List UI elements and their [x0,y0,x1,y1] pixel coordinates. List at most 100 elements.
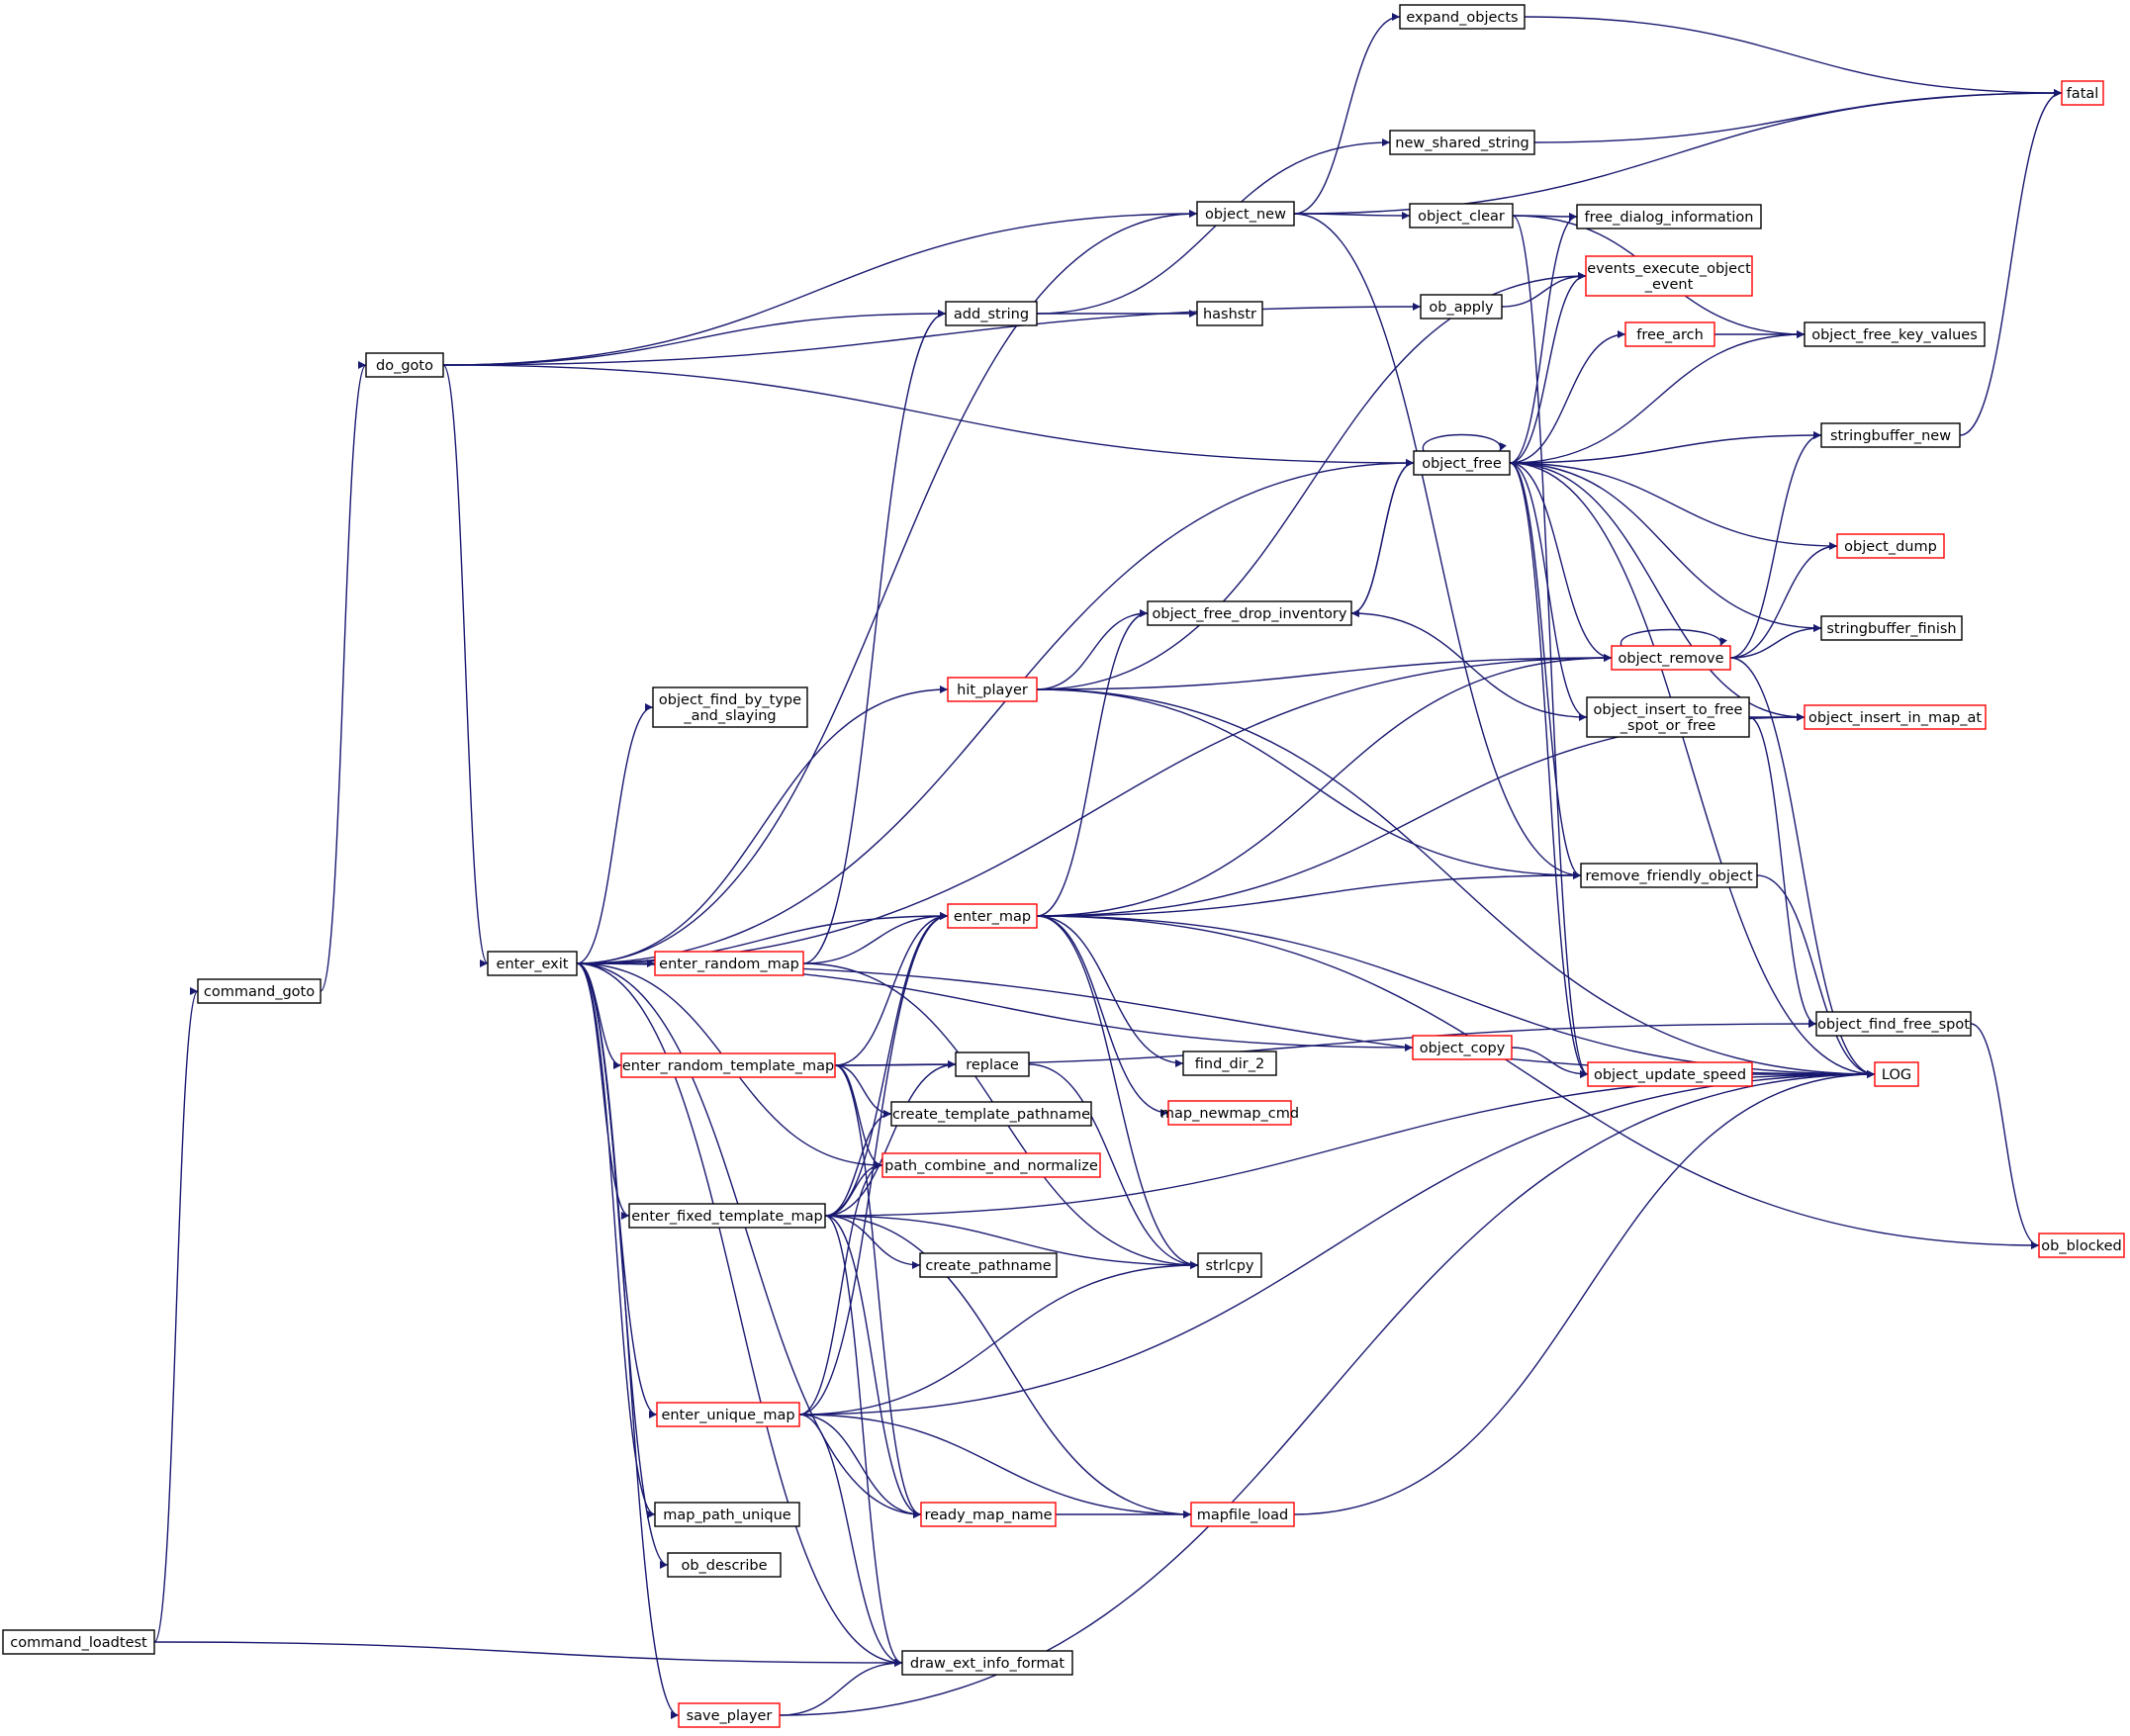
node-object_find_by_type_and_slaying[interactable]: object_find_by_type_and_slaying [652,686,808,728]
node-hit_player[interactable]: hit_player [947,677,1038,702]
node-box-object_free_key_values[interactable] [1804,321,1986,347]
node-box-object_insert_to_free_spot_or_free[interactable] [1586,696,1750,738]
node-enter_random_template_map[interactable]: enter_random_template_map [620,1052,836,1078]
node-ob_blocked[interactable]: ob_blocked [2038,1233,2125,1258]
node-strlcpy[interactable]: strlcpy [1197,1252,1262,1278]
node-mapfile_load[interactable]: mapfile_load [1190,1502,1295,1527]
node-box-save_player[interactable] [678,1702,781,1728]
node-enter_fixed_template_map[interactable]: enter_fixed_template_map [628,1203,826,1229]
node-free_arch[interactable]: free_arch [1624,321,1715,347]
node-replace[interactable]: replace [955,1051,1030,1077]
node-command_loadtest[interactable]: command_loadtest [2,1629,155,1655]
node-box-add_string[interactable] [945,301,1038,326]
node-free_dialog_information[interactable]: free_dialog_information [1576,204,1762,229]
node-box-find_dir_2[interactable] [1182,1051,1277,1076]
node-add_string[interactable]: add_string [945,301,1038,326]
node-create_template_pathname[interactable]: create_template_pathname [890,1101,1092,1127]
node-remove_friendly_object[interactable]: remove_friendly_object [1580,863,1758,888]
node-ob_describe[interactable]: ob_describe [667,1552,782,1578]
node-box-enter_fixed_template_map[interactable] [628,1203,826,1229]
node-box-stringbuffer_finish[interactable] [1820,615,1963,641]
node-box-enter_map[interactable] [947,903,1038,929]
node-box-ob_apply[interactable] [1420,294,1503,320]
node-box-map_path_unique[interactable] [654,1502,800,1527]
node-do_goto[interactable]: do_goto [365,352,444,378]
node-box-replace[interactable] [955,1051,1030,1077]
node-path_combine_and_normalize[interactable]: path_combine_and_normalize [881,1152,1101,1178]
node-box-remove_friendly_object[interactable] [1580,863,1758,888]
node-create_pathname[interactable]: create_pathname [919,1252,1058,1278]
node-fatal[interactable]: fatal [2061,80,2104,106]
node-box-enter_exit[interactable] [487,951,578,976]
node-box-hashstr[interactable] [1196,301,1263,326]
node-ready_map_name[interactable]: ready_map_name [920,1502,1057,1527]
node-expand_objects[interactable]: expand_objects [1399,4,1526,30]
node-box-object_dump[interactable] [1836,533,1945,559]
node-object_new[interactable]: object_new [1196,201,1295,227]
node-box-stringbuffer_new[interactable] [1820,422,1961,448]
node-box-events_execute_object_event[interactable] [1585,255,1753,297]
node-object_free_key_values[interactable]: object_free_key_values [1804,321,1986,347]
node-box-draw_ext_info_format[interactable] [901,1650,1073,1676]
node-object_remove[interactable]: object_remove [1611,645,1731,671]
node-map_newmap_cmd[interactable]: map_newmap_cmd [1160,1100,1299,1126]
node-object_find_free_spot[interactable]: object_find_free_spot [1815,1011,1972,1037]
node-box-create_pathname[interactable] [919,1252,1058,1278]
node-box-object_update_speed[interactable] [1587,1061,1753,1087]
node-box-ob_blocked[interactable] [2038,1233,2125,1258]
node-box-object_free[interactable] [1413,450,1511,476]
node-box-create_template_pathname[interactable] [890,1101,1092,1127]
node-LOG[interactable]: LOG [1874,1061,1919,1087]
node-stringbuffer_finish[interactable]: stringbuffer_finish [1820,615,1963,641]
node-save_player[interactable]: save_player [678,1702,781,1728]
node-object_free_drop_inventory[interactable]: object_free_drop_inventory [1147,600,1352,626]
node-box-new_shared_string[interactable] [1389,130,1535,155]
node-new_shared_string[interactable]: new_shared_string [1389,130,1535,155]
node-box-command_goto[interactable] [197,978,322,1004]
node-enter_unique_map[interactable]: enter_unique_map [656,1402,800,1427]
node-map_path_unique[interactable]: map_path_unique [654,1502,800,1527]
node-box-ready_map_name[interactable] [920,1502,1057,1527]
node-find_dir_2[interactable]: find_dir_2 [1182,1051,1277,1076]
node-box-LOG[interactable] [1874,1061,1919,1087]
node-box-command_loadtest[interactable] [2,1629,155,1655]
node-events_execute_object_event[interactable]: events_execute_object_event [1585,255,1753,297]
node-box-object_remove[interactable] [1611,645,1731,671]
node-object_insert_to_free_spot_or_free[interactable]: object_insert_to_free_spot_or_free [1586,696,1750,738]
node-box-object_find_free_spot[interactable] [1815,1011,1972,1037]
node-box-strlcpy[interactable] [1197,1252,1262,1278]
node-box-expand_objects[interactable] [1399,4,1526,30]
node-box-map_newmap_cmd[interactable] [1167,1100,1292,1126]
node-command_goto[interactable]: command_goto [197,978,322,1004]
node-box-hit_player[interactable] [947,677,1038,702]
node-object_free[interactable]: object_free [1413,450,1511,476]
node-object_copy[interactable]: object_copy [1412,1035,1513,1060]
node-box-ob_describe[interactable] [667,1552,782,1578]
node-stringbuffer_new[interactable]: stringbuffer_new [1820,422,1961,448]
node-box-object_copy[interactable] [1412,1035,1513,1060]
node-box-path_combine_and_normalize[interactable] [881,1152,1101,1178]
node-box-free_dialog_information[interactable] [1576,204,1762,229]
node-box-object_free_drop_inventory[interactable] [1147,600,1352,626]
node-object_insert_in_map_at[interactable]: object_insert_in_map_at [1804,704,1987,730]
node-object_dump[interactable]: object_dump [1836,533,1945,559]
node-hashstr[interactable]: hashstr [1196,301,1263,326]
node-enter_exit[interactable]: enter_exit [487,951,578,976]
node-draw_ext_info_format[interactable]: draw_ext_info_format [901,1650,1073,1676]
node-box-free_arch[interactable] [1624,321,1715,347]
node-box-mapfile_load[interactable] [1190,1502,1295,1527]
node-box-object_find_by_type_and_slaying[interactable] [652,686,808,728]
node-ob_apply[interactable]: ob_apply [1420,294,1503,320]
node-box-fatal[interactable] [2061,80,2104,106]
node-box-enter_unique_map[interactable] [656,1402,800,1427]
node-object_clear[interactable]: object_clear [1409,203,1514,228]
node-object_update_speed[interactable]: object_update_speed [1587,1061,1753,1087]
node-enter_random_map[interactable]: enter_random_map [654,951,804,976]
node-box-enter_random_map[interactable] [654,951,804,976]
node-enter_map[interactable]: enter_map [947,903,1038,929]
node-box-object_insert_in_map_at[interactable] [1804,704,1987,730]
node-box-object_new[interactable] [1196,201,1295,227]
node-box-enter_random_template_map[interactable] [620,1052,836,1078]
node-box-do_goto[interactable] [365,352,444,378]
node-box-object_clear[interactable] [1409,203,1514,228]
